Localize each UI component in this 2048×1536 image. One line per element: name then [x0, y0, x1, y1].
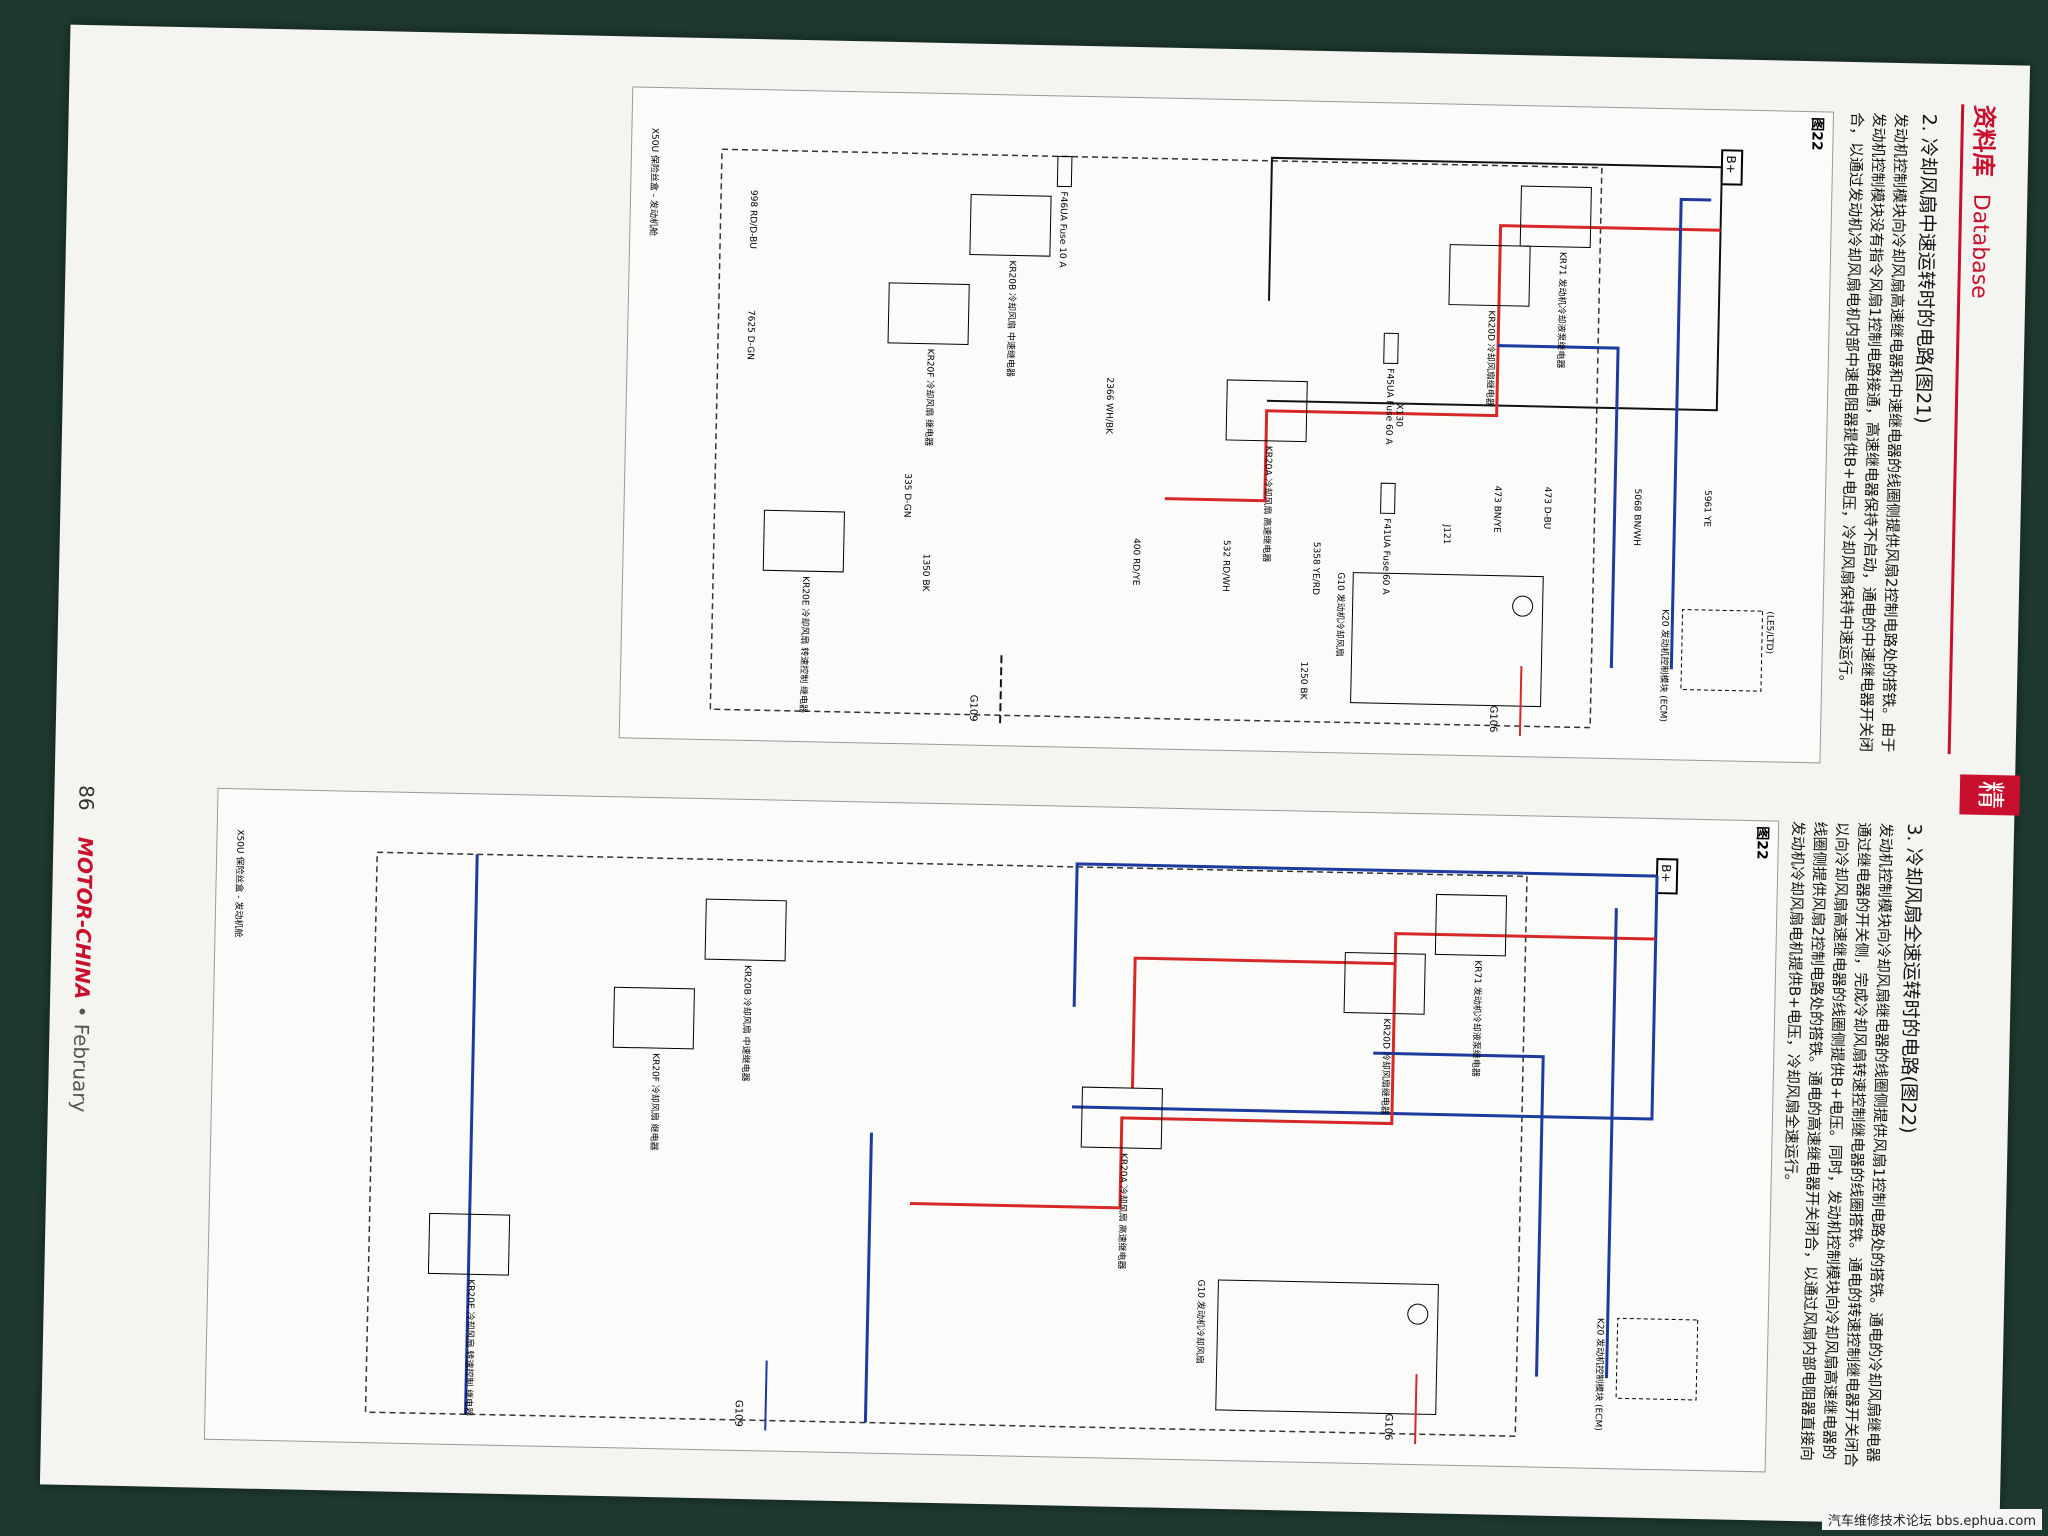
- svg-text:X50U 保险丝盒 - 发动机舱: X50U 保险丝盒 - 发动机舱: [232, 829, 246, 937]
- svg-text:2366 WH/BK: 2366 WH/BK: [1103, 377, 1114, 435]
- svg-text:KR71 发动机冷却液泵继电器: KR71 发动机冷却液泵继电器: [1470, 960, 1484, 1077]
- figure-label: 图22: [1808, 117, 1825, 151]
- magazine-spread: 资料库 Database 2. 冷却风扇中速运转时的电路(图21) 发动机控制模…: [39, 24, 2031, 1526]
- svg-text:5068 BN/WH: 5068 BN/WH: [1631, 488, 1642, 546]
- relay-krt1-lower: KR71 发动机冷却液泵继电器: [1434, 893, 1508, 1077]
- page-upper-half: 资料库 Database 2. 冷却风扇中速运转时的电路(图21) 发动机控制模…: [60, 45, 2024, 796]
- relay-kr20f-lower: KR20F 冷却风扇 继电器: [612, 986, 695, 1151]
- relay-kr20b: KR20B 冷却风扇 中速继电器: [969, 194, 1052, 377]
- svg-text:F41UA Fuse 60 A: F41UA Fuse 60 A: [1380, 518, 1392, 595]
- svg-text:1350 BK: 1350 BK: [920, 554, 931, 593]
- svg-text:KR20F 冷却风扇 继电器: KR20F 冷却风扇 继电器: [923, 349, 937, 447]
- svg-text:KR71 发动机冷却液泵继电器: KR71 发动机冷却液泵继电器: [1555, 252, 1569, 369]
- header-bar: 资料库 Database: [1947, 104, 2005, 756]
- svg-text:400 RD/YE: 400 RD/YE: [1130, 538, 1141, 586]
- ground-g106-lower: G106: [1382, 1374, 1418, 1445]
- section3-paragraph: 发动机控制模块向冷却风扇继电器的线圈侧提供风扇1控制电路处的搭铁。通电的冷却风扇…: [1781, 820, 1896, 1468]
- relay-kr20f: KR20F 冷却风扇 继电器: [887, 282, 970, 447]
- svg-text:G106: G106: [1382, 1413, 1394, 1440]
- figure-upper: 图22 B+: [618, 86, 1835, 764]
- svg-text:G109: G109: [732, 1400, 744, 1427]
- ground-g106: G106: [1487, 666, 1523, 737]
- relay-kr20d: KR20D 冷却风扇继电器: [1448, 244, 1531, 407]
- issue-month: • February: [67, 1005, 94, 1113]
- fuse-f41ua: F41UA Fuse 60 A: [1380, 482, 1396, 595]
- bplus-label: B+: [1724, 155, 1738, 174]
- svg-text:J121: J121: [1441, 523, 1451, 544]
- relay-kr20a-lower: KR20A 冷却风扇 高速继电器: [1080, 1086, 1163, 1270]
- svg-text:G10 发动机冷却风扇: G10 发动机冷却风扇: [1194, 1279, 1208, 1364]
- connector-x50-label: X50U 保险丝盒 - 发动机舱: [647, 128, 661, 236]
- svg-text:335 D-GN: 335 D-GN: [901, 473, 912, 517]
- svg-text:5961 YE: 5961 YE: [1701, 490, 1712, 527]
- forum-watermark: 汽车维修技术论坛 bbs.ephua.com: [1821, 1509, 2042, 1530]
- figure-label: 图22: [1753, 826, 1771, 860]
- svg-text:G106: G106: [1487, 705, 1499, 732]
- svg-text:1250 BK: 1250 BK: [1298, 661, 1309, 700]
- brand-en: Database: [1966, 193, 1994, 299]
- brand-cn: 资料库: [1968, 104, 1999, 178]
- svg-text:K20 发动机控制模块 (ECM): K20 发动机控制模块 (ECM): [1657, 609, 1671, 722]
- section2-paragraph: 发动机控制模块向冷却风扇高速继电器和中速继电器的线圈侧提供风扇2控制电路处的搭铁…: [1835, 111, 1911, 753]
- svg-text:B+: B+: [1659, 864, 1673, 883]
- svg-text:K20 发动机控制模块 (ECM): K20 发动机控制模块 (ECM): [1592, 1318, 1606, 1431]
- fuse-f46ua: F46UA Fuse 10 A: [1057, 155, 1073, 269]
- fan-motor-g10-lower: G10 发动机冷却风扇: [1194, 1279, 1439, 1416]
- figure-lower: 图22 B+ KR71 发动机冷却液泵继电器: [203, 787, 1780, 1473]
- page-footer: 86 MOTOR-CHINA • February: [68, 785, 99, 1113]
- svg-text:KR20A 冷却风扇 高速继电器: KR20A 冷却风扇 高速继电器: [1261, 446, 1275, 563]
- relay-kr20b-lower: KR20B 冷却风扇 中速继电器: [704, 898, 787, 1082]
- wiring-diagram-upper: B+ KR71 发动机冷却液泵继电器: [647, 128, 1775, 737]
- magazine-name: MOTOR-CHINA: [70, 836, 98, 1000]
- svg-text:KR20E 冷却风扇 转速控制 继电器: KR20E 冷却风扇 转速控制 继电器: [462, 1279, 477, 1416]
- svg-text:G109: G109: [967, 695, 979, 722]
- svg-text:5358 YE/RD: 5358 YE/RD: [1310, 542, 1321, 595]
- fan-motor-g10: G10 发动机冷却风扇: [1334, 572, 1544, 708]
- svg-text:KR20B 冷却风扇 中速继电器: KR20B 冷却风扇 中速继电器: [740, 965, 754, 1082]
- section3-heading: 3. 冷却风扇全速运转时的电路(图22): [1896, 823, 1926, 1134]
- svg-text:X130: X130: [1393, 403, 1403, 427]
- svg-text:473 BN/YE: 473 BN/YE: [1491, 486, 1502, 534]
- svg-text:KR20F 冷却风扇 继电器: KR20F 冷却风扇 继电器: [648, 1053, 662, 1151]
- section2-heading: 2. 冷却风扇中速运转时的电路(图21): [1911, 113, 1941, 424]
- ecm-k20: (LE5/LTD) K20 发动机控制模块 (ECM): [1657, 609, 1775, 722]
- svg-text:(LE5/LTD): (LE5/LTD): [1764, 611, 1775, 654]
- svg-text:F46UA Fuse 10 A: F46UA Fuse 10 A: [1057, 191, 1069, 268]
- relay-krt1: KR71 发动机冷却液泵继电器: [1519, 185, 1592, 369]
- svg-text:G10 发动机冷却风扇: G10 发动机冷却风扇: [1334, 572, 1348, 657]
- svg-text:KR20A 冷却风扇 高速继电器: KR20A 冷却风扇 高速继电器: [1116, 1153, 1130, 1270]
- svg-text:473 D-BU: 473 D-BU: [1541, 487, 1552, 530]
- svg-text:KR20E 冷却风扇 转速控制 继电器: KR20E 冷却风扇 转速控制 继电器: [797, 576, 812, 713]
- svg-text:532 RD/WH: 532 RD/WH: [1220, 540, 1231, 592]
- relay-kr20a: KR20A 冷却风扇 高速继电器: [1225, 379, 1308, 563]
- svg-text:7625 D-GN: 7625 D-GN: [745, 310, 756, 360]
- svg-text:F45UA Fuse 60 A: F45UA Fuse 60 A: [1383, 368, 1395, 445]
- wiring-diagram-lower: B+ KR71 发动机冷却液泵继电器 KR20D 冷却风扇: [232, 829, 1699, 1445]
- svg-text:KR20B 冷却风扇 中速继电器: KR20B 冷却风扇 中速继电器: [1004, 260, 1018, 377]
- page-lower-half: 3. 冷却风扇全速运转时的电路(图22) 发动机控制模块向冷却风扇继电器的线圈侧…: [45, 755, 2009, 1506]
- ground-g109: G109: [967, 655, 1003, 726]
- relay-kr20d-lower: KR20D 冷却风扇继电器: [1343, 952, 1426, 1115]
- svg-text:998 RD/D-BU: 998 RD/D-BU: [747, 190, 758, 249]
- svg-text:KR20D 冷却风扇继电器: KR20D 冷却风扇继电器: [1484, 310, 1498, 407]
- fuse-f45ua: F45UA Fuse 60 A: [1383, 332, 1399, 445]
- relay-kr20e: KR20E 冷却风扇 转速控制 继电器: [762, 509, 845, 713]
- rotated-page: 资料库 Database 2. 冷却风扇中速运转时的电路(图21) 发动机控制模…: [45, 45, 2024, 1506]
- page-number: 86: [74, 784, 99, 811]
- ground-g109-lower: G109: [732, 1360, 768, 1431]
